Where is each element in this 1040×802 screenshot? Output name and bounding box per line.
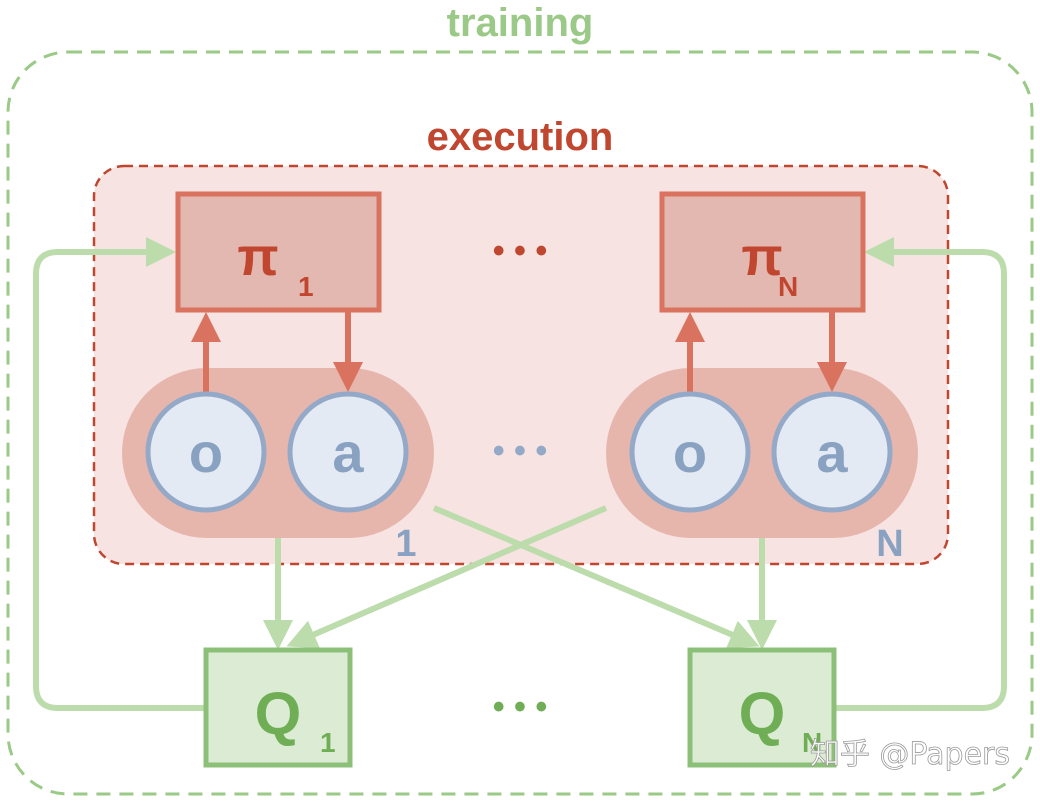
policy-n-label: π (741, 227, 782, 287)
critic-1-label: Q (255, 680, 302, 747)
critic-1-box (203, 647, 353, 768)
policy-1-box (175, 191, 382, 313)
policy-n-box (659, 191, 866, 313)
arrow-agentn-to-q1 (286, 505, 608, 649)
policy-n-subscript: N (778, 271, 798, 302)
watermark: 知乎 @Papers (810, 737, 1010, 772)
execution-title: execution (427, 115, 614, 159)
agent-1-obs-circle (145, 391, 267, 513)
critic-n-subscript: N (802, 727, 822, 758)
agent-1-index: 1 (395, 523, 416, 565)
feedback-arrow-q1-pi1 (33, 237, 206, 711)
agent-n-obs-label: o (673, 421, 707, 484)
policy-ellipsis: • • • (493, 232, 548, 270)
critic-ellipsis: • • • (493, 688, 548, 726)
agent-1-obs-label: o (189, 421, 223, 484)
training-region (6, 50, 1034, 796)
critic-1-subscript: 1 (320, 727, 336, 758)
agent-n-obs-circle (629, 391, 751, 513)
arrow-agent1-to-qn (432, 505, 760, 649)
agent-ellipsis: • • • (493, 432, 548, 470)
training-title: training (447, 1, 594, 45)
policy-1-subscript: 1 (298, 271, 314, 302)
agent-1-act-label: a (332, 421, 364, 484)
agent-n-act-circle (771, 391, 893, 513)
agent-n-act-label: a (816, 421, 848, 484)
critic-n-label: Q (739, 680, 786, 747)
agent-n-index: N (876, 523, 903, 565)
agent-1-act-circle (287, 391, 409, 513)
policy-1-label: π (237, 227, 278, 287)
critic-n-box (687, 647, 837, 768)
feedback-arrow-qn-pin (834, 237, 1007, 711)
